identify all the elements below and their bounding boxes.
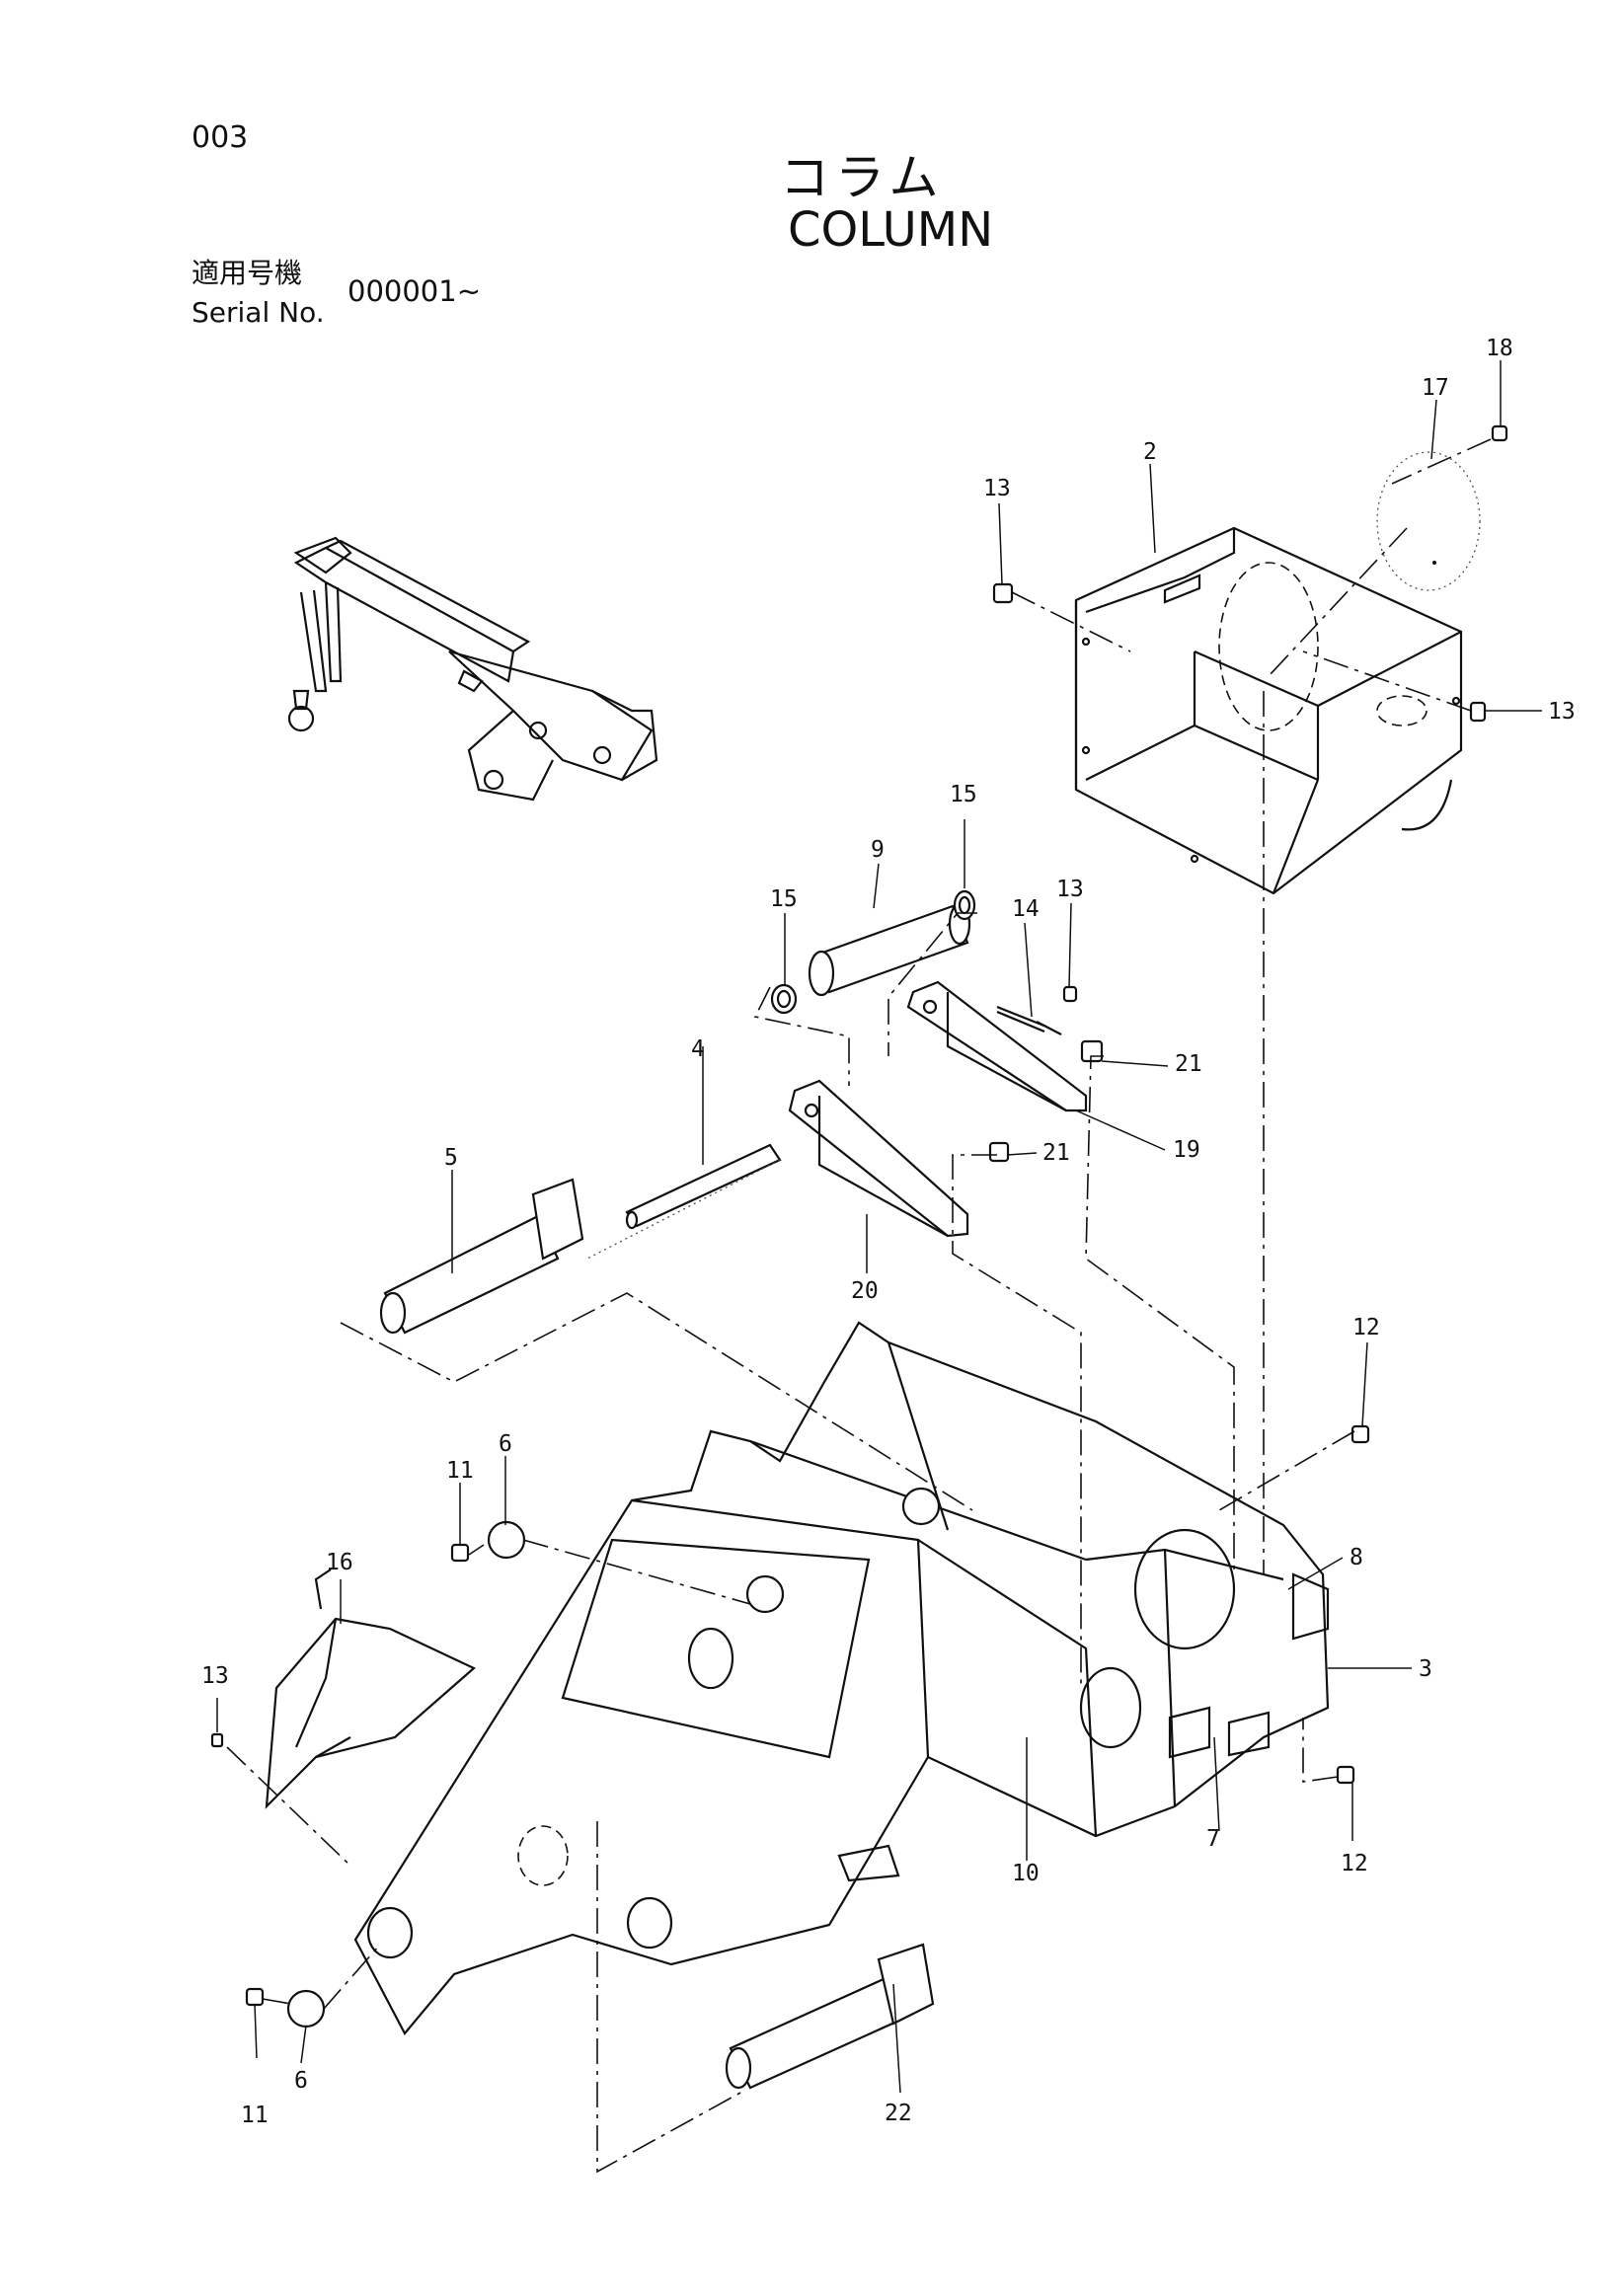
callout-20: 20 bbox=[851, 1278, 879, 1304]
callout-13: 13 bbox=[983, 476, 1011, 501]
part-pipe bbox=[808, 902, 971, 997]
callout-13: 13 bbox=[201, 1663, 229, 1689]
callout-15: 15 bbox=[770, 886, 798, 912]
part-cover-plate bbox=[1376, 451, 1481, 591]
callout-9: 9 bbox=[871, 837, 885, 863]
callout-4: 4 bbox=[691, 1036, 705, 1062]
callout-17: 17 bbox=[1422, 375, 1449, 401]
serial-number-range: 000001~ bbox=[347, 274, 482, 308]
callout-5: 5 bbox=[444, 1145, 458, 1171]
callout-13: 13 bbox=[1548, 699, 1576, 725]
part-column-frame bbox=[353, 1321, 1330, 2035]
callout-14: 14 bbox=[1012, 896, 1040, 922]
title-english: COLUMN bbox=[788, 202, 994, 258]
callout-15: 15 bbox=[950, 782, 977, 807]
callout-labels: 2 3 4 5 6 6 7 8 9 10 11 11 12 12 13 13 1… bbox=[201, 336, 1576, 2128]
callout-12: 12 bbox=[1352, 1315, 1380, 1340]
part-bracket-upper bbox=[906, 980, 1088, 1112]
callout-11: 11 bbox=[446, 1458, 474, 1484]
part-guard bbox=[265, 1569, 476, 1809]
callout-2: 2 bbox=[1143, 439, 1157, 465]
callout-21: 21 bbox=[1042, 1140, 1070, 1166]
callout-7: 7 bbox=[1206, 1826, 1220, 1852]
callout-8: 8 bbox=[1350, 1545, 1363, 1570]
part-bolts bbox=[210, 424, 1508, 2007]
callout-13: 13 bbox=[1056, 877, 1084, 902]
callout-19: 19 bbox=[1173, 1137, 1200, 1163]
callout-6: 6 bbox=[499, 1431, 512, 1457]
callout-11: 11 bbox=[241, 2103, 269, 2128]
callout-16: 16 bbox=[326, 1550, 353, 1575]
callout-12: 12 bbox=[1341, 1851, 1368, 1876]
callout-21: 21 bbox=[1175, 1051, 1202, 1077]
callout-22: 22 bbox=[885, 2101, 912, 2126]
crane-overview-thumbnail bbox=[287, 536, 658, 802]
callout-6: 6 bbox=[294, 2068, 308, 2094]
title-japanese: コラム bbox=[780, 149, 945, 206]
callout-10: 10 bbox=[1012, 1861, 1040, 1886]
callout-3: 3 bbox=[1419, 1656, 1432, 1682]
part-pin-clip bbox=[996, 1005, 1062, 1035]
part-bracket-lower bbox=[788, 1079, 969, 1238]
part-washers bbox=[286, 1520, 526, 2028]
part-seals bbox=[770, 889, 976, 1015]
part-cover-box bbox=[1074, 526, 1463, 895]
callout-18: 18 bbox=[1486, 336, 1513, 361]
callout-leaders bbox=[216, 360, 1542, 2094]
part-flanged-pin bbox=[379, 1178, 584, 1335]
page-number: 003 bbox=[192, 120, 249, 155]
part-lower-pin bbox=[725, 1943, 935, 2090]
serial-label-english: Serial No. bbox=[192, 296, 325, 329]
assembly-lines bbox=[226, 438, 1492, 2174]
serial-label-japanese: 適用号機 bbox=[192, 257, 303, 289]
